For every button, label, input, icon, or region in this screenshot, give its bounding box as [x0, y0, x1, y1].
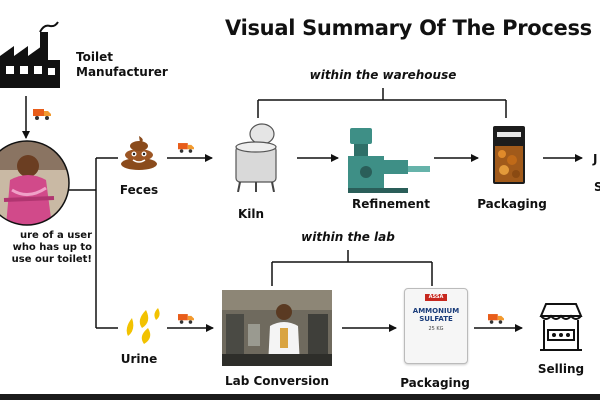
warehouse-group-label: within the warehouse: [309, 68, 457, 82]
bag-brand-tag: ASSA: [425, 294, 447, 301]
user-photo: [0, 140, 70, 226]
truck-icon: [33, 109, 51, 120]
packaging-top-label: Packaging: [477, 197, 547, 211]
charcoal-bag-icon: [493, 126, 525, 184]
bag-main-text: AMMONIUM SULFATE: [412, 307, 460, 323]
bag-sub-text: 25 KG: [428, 326, 444, 332]
refinement-machine-icon: [348, 128, 430, 193]
manufacturer-label: Toilet Manufacturer: [76, 50, 168, 79]
factory-icon: [0, 21, 60, 88]
truck-icon: [178, 143, 194, 153]
feces-label: Feces: [119, 183, 159, 197]
lab-group-label: within the lab: [301, 230, 395, 244]
selling-label: Selling: [537, 362, 585, 376]
cut-off-top-label: J: [593, 152, 598, 166]
lab-photo: [222, 290, 332, 366]
truck-icon: [488, 314, 504, 324]
user-caption: ure of a user who has up to use our toil…: [11, 230, 92, 265]
packaging-bottom-label: Packaging: [400, 376, 470, 390]
shop-stall-icon: [539, 303, 583, 351]
truck-icon: [178, 314, 194, 324]
lab-conversion-label: Lab Conversion: [224, 374, 330, 388]
kiln-label: Kiln: [237, 207, 265, 221]
urine-label: Urine: [120, 352, 158, 366]
kiln-icon: [235, 123, 277, 192]
urine-drops-icon: [126, 308, 160, 344]
refinement-label: Refinement: [352, 197, 430, 211]
sulfate-bag-icon: ASSA AMMONIUM SULFATE 25 KG: [404, 288, 468, 364]
poop-icon: [121, 136, 157, 170]
diagram-title: Visual Summary Of The Process: [225, 16, 592, 40]
bottom-edge-bar: [0, 394, 600, 400]
cut-off-bottom-label: S: [594, 180, 600, 194]
